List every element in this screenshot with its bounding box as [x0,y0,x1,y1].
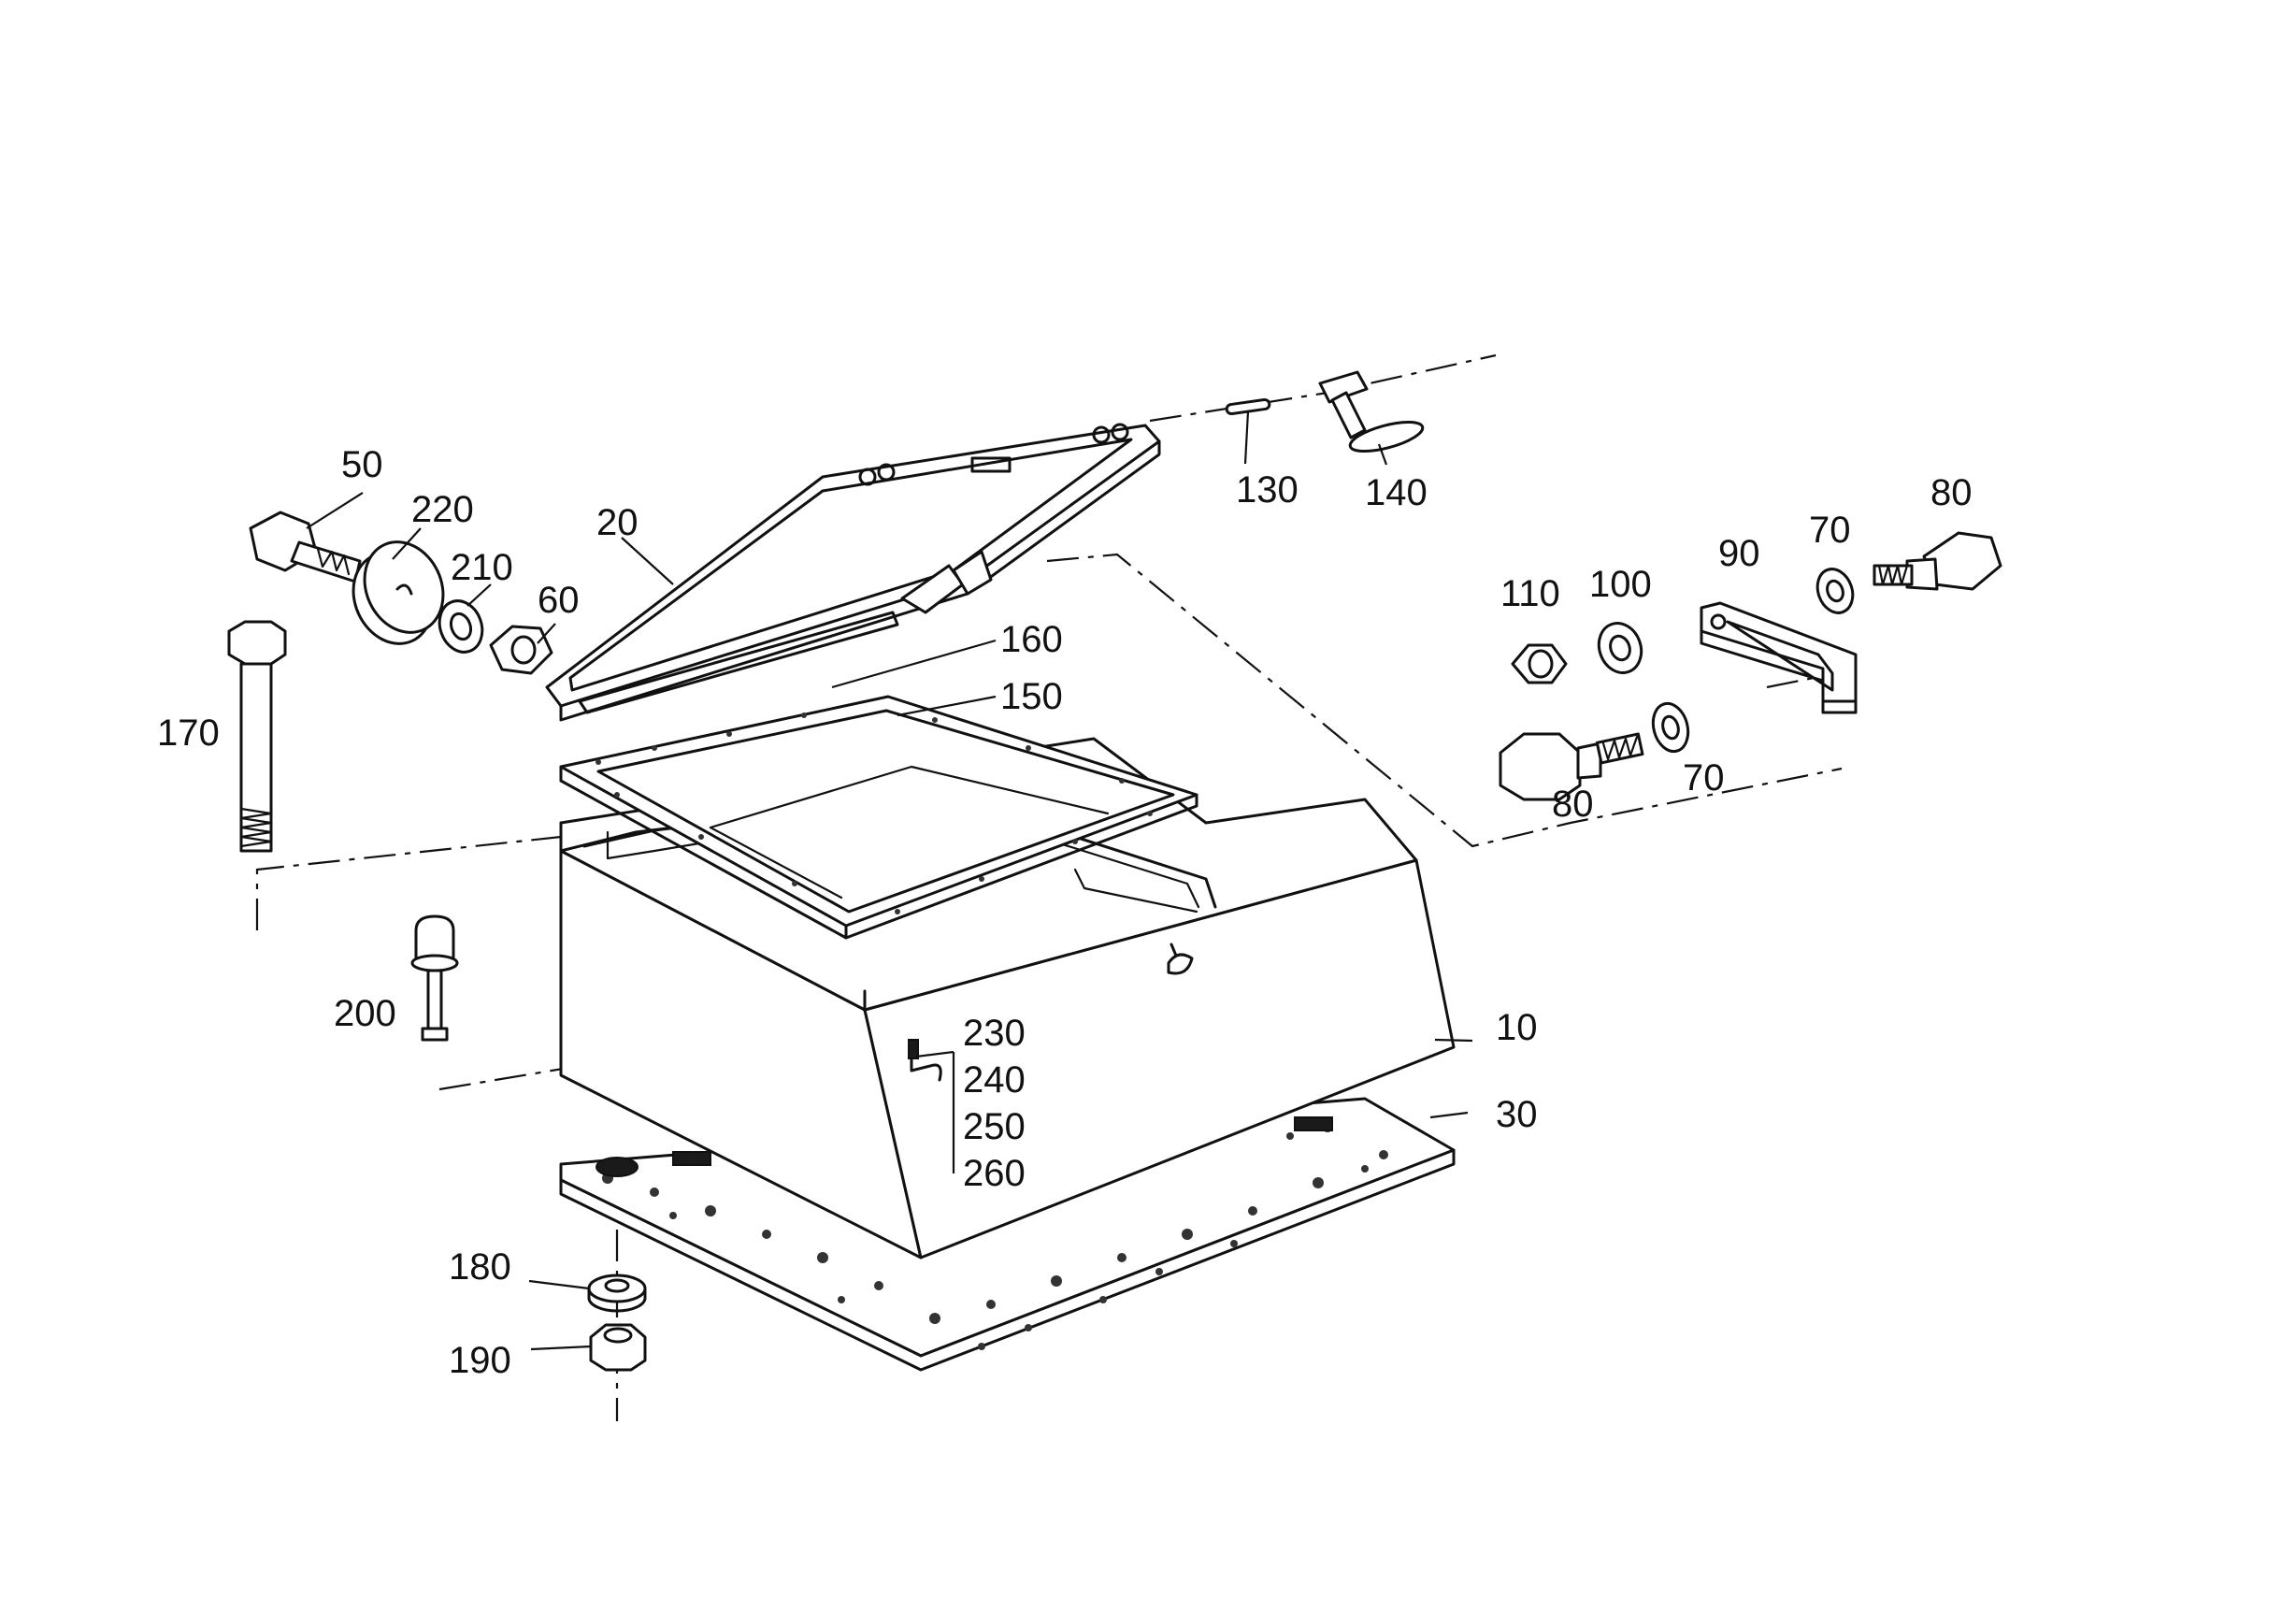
washer-70-upper [1815,568,1855,614]
label-130: 130 [1236,469,1299,511]
screw-200 [410,914,459,1042]
label-140: 140 [1365,472,1428,513]
nut-60 [489,625,553,675]
bolt-80-upper [1873,531,2002,591]
label-90: 90 [1718,533,1760,574]
bracket-90 [1700,601,1858,714]
label-240: 240 [963,1059,1026,1101]
label-30: 30 [1496,1094,1538,1135]
label-260: 260 [963,1153,1026,1194]
gasket-frame-150 [559,695,1198,940]
label-180: 180 [449,1246,511,1288]
washer-disc-220 [352,540,445,645]
pin-130 [1225,397,1271,416]
label-210: 210 [451,547,513,588]
label-230: 230 [963,1013,1026,1054]
label-50: 50 [341,444,383,485]
label-220: 220 [411,489,474,530]
washer-70-lower [1651,701,1690,754]
nut-190 [589,1323,647,1372]
lid-seal-160 [578,611,899,714]
lock-washer-210 [438,599,484,654]
label-190: 190 [449,1340,511,1381]
label-250: 250 [963,1106,1026,1147]
part-labels: 10 20 30 50 60 70 70 80 80 90 100 110 13… [157,444,1973,1381]
long-bolt-170 [227,620,287,853]
latch-handle-140 [1318,370,1425,453]
washer-180 [587,1274,647,1313]
label-60: 60 [538,580,580,621]
nut-110 [1511,643,1568,684]
label-70-lower: 70 [1683,757,1725,799]
label-160: 160 [1000,619,1063,660]
bolt-80-lower [1499,732,1644,801]
label-150: 150 [1000,676,1063,717]
washer-100 [1597,622,1643,674]
label-80-lower: 80 [1552,784,1594,825]
label-70-upper: 70 [1809,510,1851,551]
label-80-upper: 80 [1930,472,1973,513]
label-10: 10 [1496,1007,1538,1048]
label-200: 200 [334,993,396,1034]
label-170: 170 [157,712,220,754]
label-110: 110 [1500,573,1560,614]
leader-lines [306,410,1473,1351]
bolt-50 [249,511,362,583]
label-100: 100 [1589,564,1652,605]
lid-20 [545,423,1161,722]
label-20: 20 [596,502,639,543]
